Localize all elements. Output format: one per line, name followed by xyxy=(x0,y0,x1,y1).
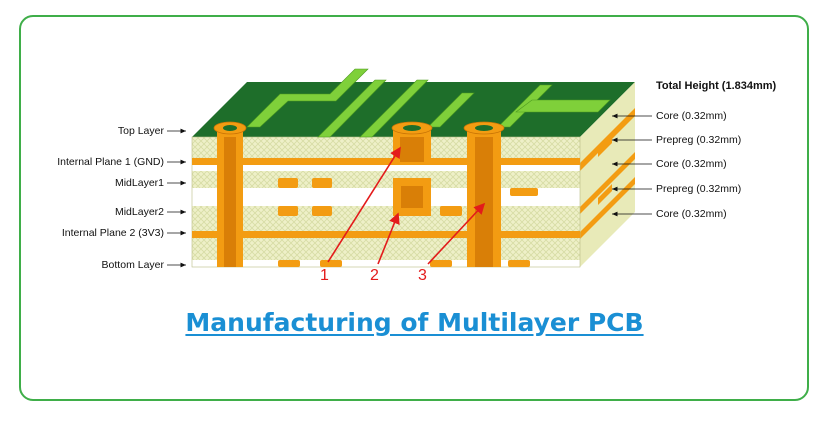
label-bottom-layer: Bottom Layer xyxy=(102,259,165,271)
side-face-copper xyxy=(580,108,635,239)
label-total-height: Total Height (1.834mm) xyxy=(656,80,777,92)
label-prepreg-1: Prepreg (0.32mm) xyxy=(656,134,741,146)
via-number-1: 1 xyxy=(320,267,329,284)
cross-section xyxy=(191,136,581,268)
callout-arrow-1 xyxy=(327,146,401,263)
page-title[interactable]: Manufacturing of Multilayer PCB xyxy=(185,308,644,337)
label-internal-plane-2: Internal Plane 2 (3V3) xyxy=(62,227,164,239)
callout-arrow-3 xyxy=(427,202,486,265)
label-top-layer: Top Layer xyxy=(118,125,165,137)
via-3 xyxy=(463,121,505,267)
label-internal-plane-1: Internal Plane 1 (GND) xyxy=(57,156,164,168)
via-2 xyxy=(391,121,433,216)
top-traces xyxy=(246,68,611,138)
via-number-2: 2 xyxy=(370,267,379,284)
label-midlayer-1: MidLayer1 xyxy=(115,177,164,189)
right-labels: Total Height (1.834mm) Core (0.32mm) Pre… xyxy=(612,80,777,220)
label-midlayer-2: MidLayer2 xyxy=(115,206,164,218)
callout-arrow-2 xyxy=(377,212,400,265)
left-labels: Top Layer Internal Plane 1 (GND) MidLaye… xyxy=(57,125,186,271)
label-prepreg-2: Prepreg (0.32mm) xyxy=(656,183,741,195)
label-core-2: Core (0.32mm) xyxy=(656,158,727,170)
copper-layers xyxy=(192,158,580,267)
via-number-3: 3 xyxy=(418,267,427,284)
label-core-3: Core (0.32mm) xyxy=(656,208,727,220)
via-callouts: 1 2 3 xyxy=(320,146,486,284)
label-core-1: Core (0.32mm) xyxy=(656,110,727,122)
via-1 xyxy=(213,121,247,267)
